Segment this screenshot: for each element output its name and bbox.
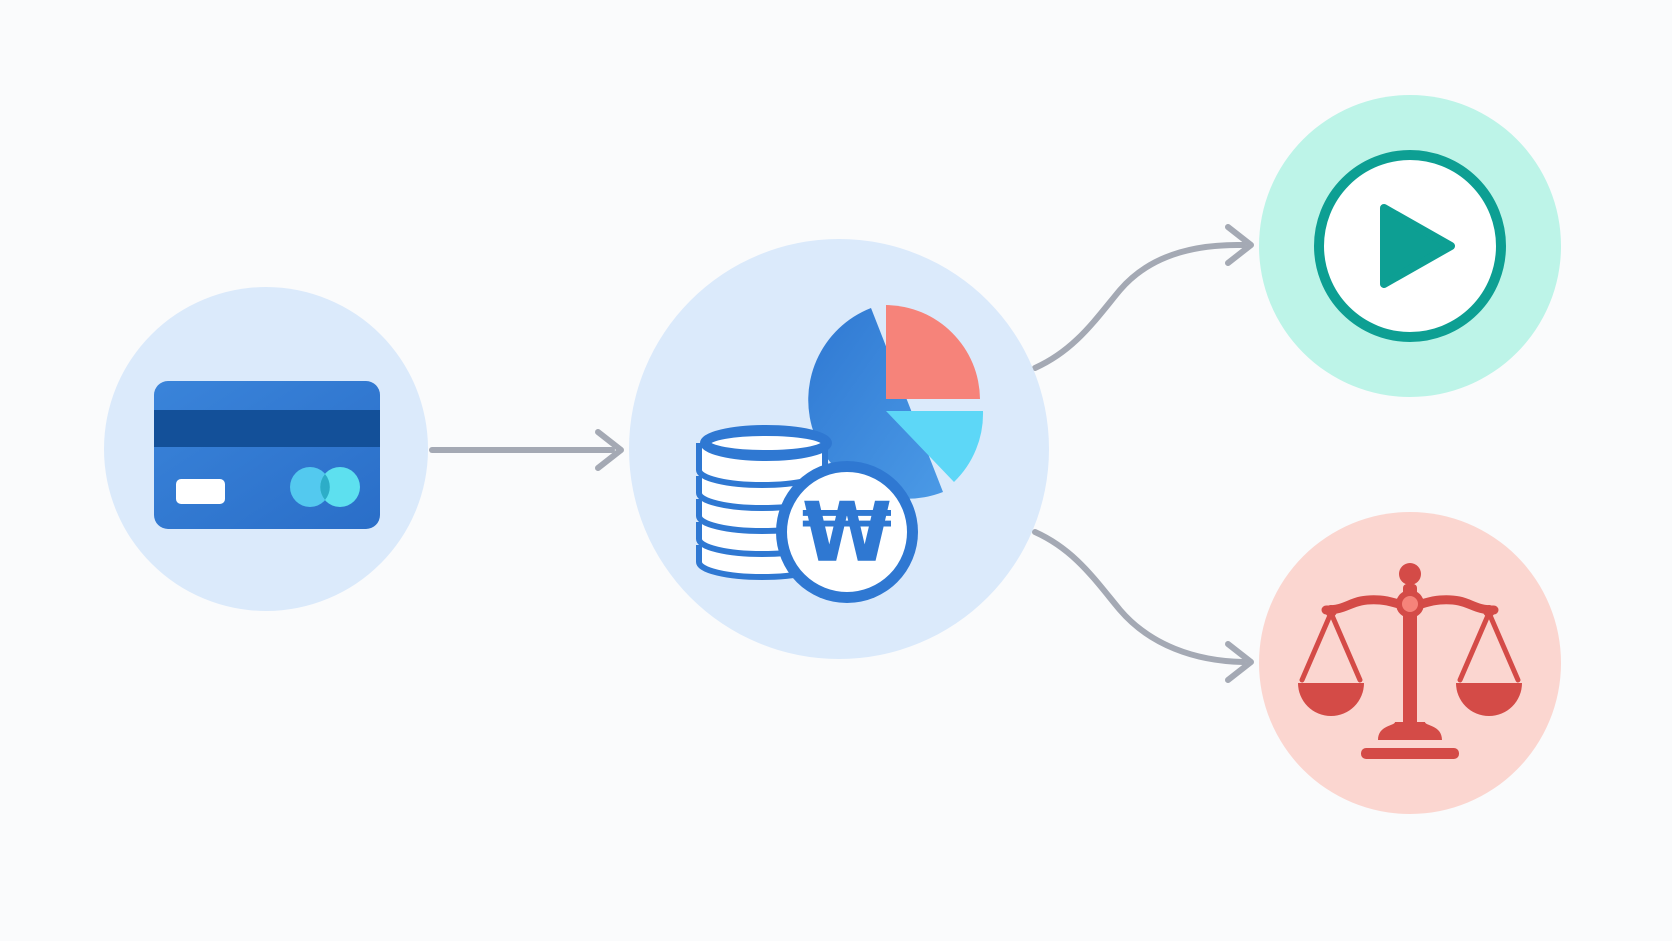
won-coin-icon: ₩	[776, 461, 918, 603]
node-card	[104, 287, 428, 611]
balance-scale-icon	[1298, 563, 1522, 759]
play-icon	[1314, 150, 1506, 342]
credit-card-icon	[154, 381, 380, 529]
node-budget: ₩	[629, 239, 1049, 659]
node-play	[1259, 95, 1561, 397]
node-legal	[1259, 512, 1561, 814]
pie-chart-icon	[808, 305, 984, 499]
connector-card-to-budget	[429, 429, 624, 471]
connector-budget-to-play	[1032, 224, 1254, 371]
connector-budget-to-legal	[1032, 529, 1254, 683]
won-symbol: ₩	[802, 486, 892, 581]
